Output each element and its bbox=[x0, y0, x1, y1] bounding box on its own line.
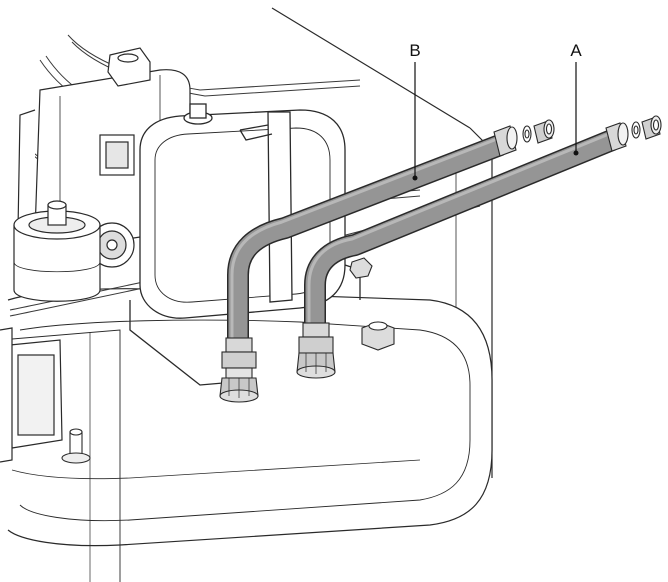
callout-label-b: B bbox=[409, 41, 420, 60]
hose-a-end-fitting bbox=[605, 115, 662, 152]
hose-a-bottom-coupling bbox=[296, 322, 336, 379]
side-module bbox=[0, 327, 63, 463]
callout-label-a: A bbox=[570, 41, 582, 60]
housing bbox=[0, 7, 493, 582]
hose-b-bottom-coupling bbox=[219, 337, 259, 403]
hose-b bbox=[219, 119, 555, 403]
leader-dot-a bbox=[573, 150, 579, 156]
cylinder-tank bbox=[13, 200, 101, 302]
leader-dot-b bbox=[412, 175, 418, 181]
hose-b-end-fitting bbox=[493, 119, 555, 157]
callout-leaders bbox=[412, 62, 579, 181]
control-box bbox=[129, 103, 361, 386]
tub-fittings bbox=[61, 257, 395, 464]
hose-a bbox=[296, 115, 662, 379]
